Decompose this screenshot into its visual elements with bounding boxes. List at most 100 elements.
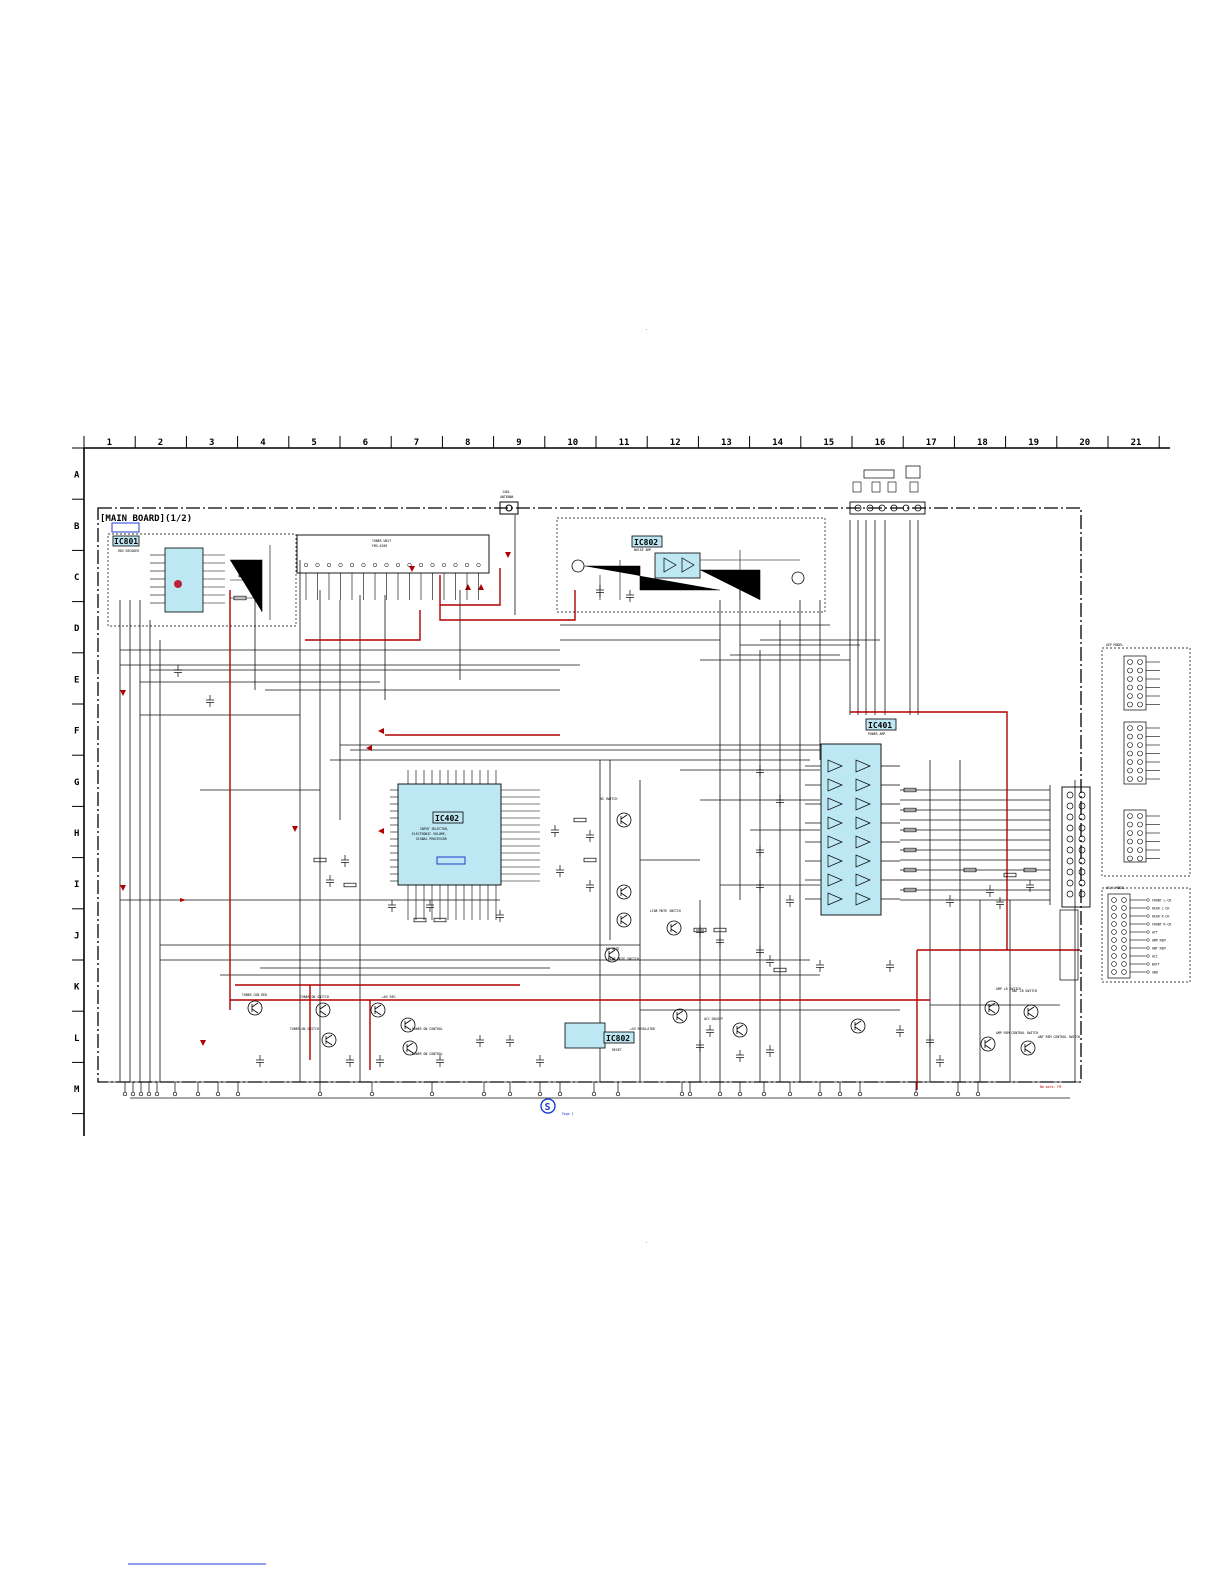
transistor-emitter — [319, 1010, 327, 1016]
transistor-collector — [670, 922, 678, 928]
us-pin — [1121, 937, 1127, 943]
connector-pin — [1078, 890, 1086, 898]
connector-pin — [1066, 868, 1074, 876]
transistor — [604, 947, 620, 963]
resistor — [573, 817, 587, 823]
amp-triangle — [855, 816, 871, 830]
us-pin — [1121, 913, 1127, 919]
us-terminal — [1146, 962, 1150, 966]
page-mark: . — [645, 326, 647, 331]
tuner-pin-dot — [453, 562, 458, 568]
tuner-unit-line2: FMX-6209 — [372, 544, 387, 548]
ic801-label: IC801 — [114, 537, 138, 546]
resistor — [773, 967, 787, 973]
tuner-pin-dot — [303, 562, 309, 568]
bottom-pin-dot — [130, 1091, 136, 1097]
bottom-pin-dot — [507, 1091, 513, 1097]
column-label: 20 — [1079, 438, 1090, 448]
row-label: B — [74, 522, 80, 532]
transistor-collector — [608, 949, 616, 955]
bottom-pin-dot — [913, 1091, 919, 1097]
connector-pin — [1066, 846, 1074, 854]
tuner-pin-dot — [372, 562, 378, 568]
transistor — [402, 1040, 418, 1056]
transistor-label: TUNER CON RED — [242, 993, 267, 997]
ic401-desc: POWER AMP — [868, 732, 885, 736]
transistor — [1020, 1040, 1036, 1056]
us-pin — [1111, 969, 1117, 975]
ic802-noise-amp: IC802 NOISE AMP — [556, 517, 826, 613]
ic402-label: IC402 — [435, 814, 459, 823]
transistor-emitter — [608, 955, 616, 961]
transistor-emitter — [670, 928, 678, 934]
bottom-pin-dot — [837, 1091, 843, 1097]
resistor — [433, 917, 447, 923]
bottom-pin-dot — [317, 1091, 323, 1097]
row-label: M — [74, 1085, 80, 1095]
ic402-signal-processor: IC402 INPUT SELECTOR, ELECTRONIC VOLUME,… — [390, 770, 540, 920]
column-label: 6 — [363, 438, 368, 448]
resistor — [343, 882, 357, 888]
transistor-collector — [854, 1020, 862, 1026]
aep-pin — [1137, 855, 1143, 862]
us-pin — [1111, 961, 1117, 967]
bottom-pin-dot — [761, 1091, 767, 1097]
aep-pin — [1127, 659, 1133, 665]
aep-pin — [1137, 693, 1143, 699]
us-pin-label: AMP REM — [1152, 939, 1166, 943]
us-pin — [1111, 929, 1117, 935]
us-pin — [1121, 969, 1127, 975]
resistor — [313, 857, 327, 863]
aep-pin — [1127, 676, 1133, 682]
transistor-label: LINE MUTE SWITCH — [608, 957, 639, 961]
signal-traces — [229, 568, 1080, 1090]
transistor — [370, 1002, 386, 1018]
transistor-emitter — [984, 1044, 992, 1050]
resistor — [903, 807, 917, 813]
tuner-unit: TUNER UNIT FMX-6209 — [296, 534, 490, 600]
aep-pin — [1137, 725, 1143, 731]
row-label: E — [74, 675, 79, 685]
us-pin — [1121, 921, 1127, 927]
resistor — [583, 857, 597, 863]
bottom-pin-dot — [154, 1091, 160, 1097]
aep-model-label: AEP MODEL — [1106, 643, 1123, 647]
transistor-collector — [620, 814, 628, 820]
aep-pin — [1127, 733, 1133, 740]
row-label: C — [74, 573, 79, 583]
us-pin-label: ACC — [1152, 955, 1158, 959]
transistor-label: ANT +B SWITCH — [1012, 989, 1037, 993]
transistor-label: +5V REGULATOR — [630, 1027, 655, 1031]
transistor — [666, 920, 682, 936]
us-terminal — [1146, 922, 1150, 926]
transistor — [616, 912, 632, 928]
transistor-emitter — [251, 1008, 259, 1014]
resistor — [693, 927, 707, 933]
us-pin — [1111, 913, 1117, 919]
tuner-pin-dot — [384, 562, 389, 568]
bottom-pin-dot — [481, 1091, 487, 1097]
row-label: G — [74, 778, 79, 788]
test-point — [174, 580, 182, 588]
amp-triangle — [827, 873, 843, 887]
aep-pin — [1137, 830, 1143, 836]
transistor-collector — [736, 1024, 744, 1030]
us-terminal — [1146, 914, 1150, 918]
transistor-emitter — [988, 1008, 996, 1014]
passive-components — [174, 572, 1037, 1067]
resistor — [903, 887, 917, 893]
s-marker: S Page 1 — [540, 1098, 574, 1116]
connector-pin — [1078, 846, 1086, 854]
resistor — [903, 827, 917, 833]
ic802-top-label: IC802 — [634, 538, 658, 547]
transistor-label: AMP +B SWITCH — [996, 987, 1021, 991]
bottom-pin-dot — [615, 1091, 621, 1097]
us-terminal — [1146, 954, 1150, 958]
column-label: 8 — [465, 438, 470, 448]
row-label: J — [74, 931, 79, 941]
amp-triangle — [827, 759, 843, 773]
transistor-collector — [988, 1002, 996, 1008]
amp-triangle — [855, 854, 871, 868]
us-pin-label: FRONT R-CH — [1152, 923, 1171, 927]
